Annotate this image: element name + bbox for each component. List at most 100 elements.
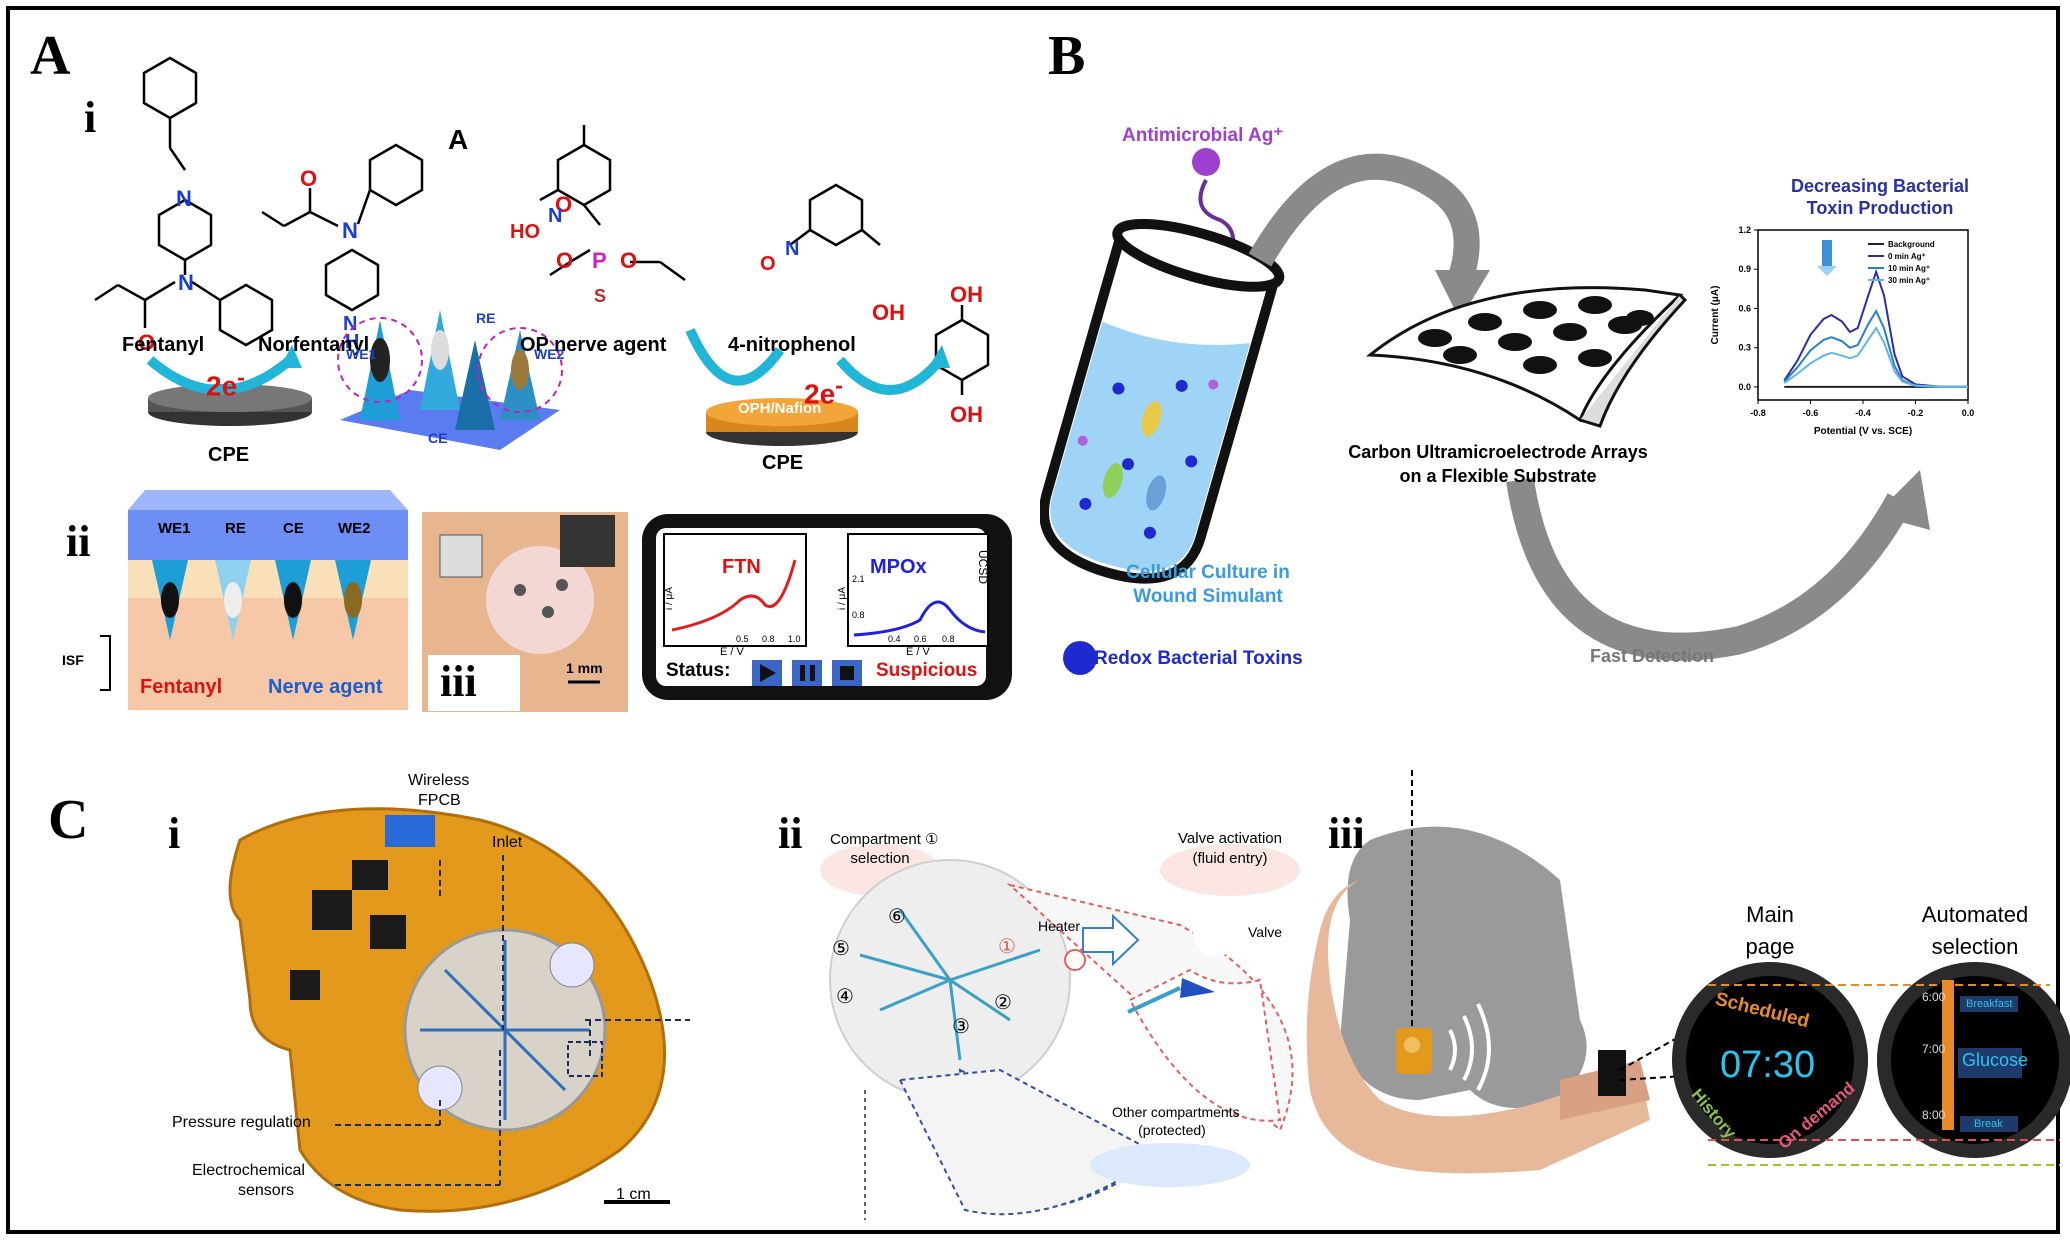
cs-nerve-agent: Nerve agent [268,676,383,698]
decrease-arrow [1822,240,1832,266]
cpe-left-label: CPE [208,444,250,466]
scheme-letter: A [448,124,469,155]
breakfast-item[interactable]: Breakfast [1966,998,2013,1010]
redox-label: Redox Bacterial Toxins [1094,648,1303,669]
chart-title-1: Decreasing Bacterial [1790,176,1970,196]
x-tick-label: -0.2 [1908,408,1924,418]
op-o2: O [556,248,573,273]
mpox-xlabel: E / V [906,646,930,658]
mn-we1: WE1 [346,346,377,362]
nitrophenol-structure [789,183,881,247]
ftn-xtick-2: 0.8 [762,634,775,644]
toxin-legend-dot [1063,641,1097,675]
valve-zoom [1128,968,1282,1122]
mpox-xtick-1: 0.4 [888,634,901,644]
cs-we1: WE1 [158,520,191,537]
norfentanyl-o: O [300,166,317,191]
valve-activation-label-2: (fluid entry) [1192,850,1268,867]
array-label-2: on a Flexible Substrate [1399,466,1597,486]
pause-button[interactable] [792,660,822,686]
test-tube [1040,219,1285,584]
mpox-ylabel: i / μA [837,587,848,610]
mpox-xtick-3: 0.8 [942,634,955,644]
cs-fentanyl: Fentanyl [140,676,223,698]
stop-button[interactable] [832,660,862,686]
y-tick-label: 0.9 [1738,264,1751,274]
ucsd-label: UCSD [976,550,990,585]
np-n: N [785,238,799,260]
two-e-right: 2e- [804,372,843,410]
op-ho: HO [510,221,540,243]
fpcb-label: FPCB [418,792,461,809]
decrease-arrowhead [1817,266,1837,276]
time-6: 6:00 [1922,990,1946,1004]
mpox-plot [847,533,989,647]
oph-nafion-label: OPH/Nafion [738,400,822,417]
fast-detection-label: Fast Detection [1590,646,1715,666]
valve-label: Valve [1248,924,1282,940]
suspicious-label: Suspicious [876,660,978,681]
array-label-1: Carbon Ultramicroelectrode Arrays [1348,442,1648,462]
op-s: S [594,286,606,306]
x-axis-label: Potential (V vs. SCE) [1814,426,1912,437]
op-o1: O [555,192,572,217]
skin-scale: 1 mm [566,660,603,676]
hq-oh-bottom: OH [950,402,983,427]
figure-frame [6,6,2060,1234]
np-o: O [760,253,776,275]
panel-c-i-label: i [168,809,181,858]
tank-top [1340,826,1587,1108]
heater-label: Heater [1038,918,1081,934]
legend-label-3: 30 min Ag⁺ [1888,276,1930,285]
fentanyl-label: Fentanyl [122,334,205,356]
norfentanyl-structure [261,143,424,312]
norfentanyl-n1: N [342,218,358,243]
legend-label-1: 0 min Ag⁺ [1888,252,1926,261]
flexible-substrate [1365,286,1684,423]
panel-a-i-label: i [84,93,97,142]
electrochem-label-2: sensors [238,1182,295,1199]
op-o3: O [620,248,637,273]
valve-activation-label-1: Valve activation [1178,830,1282,847]
compartment-3: ③ [952,1016,970,1038]
panel-label-c: C [48,789,89,851]
play-button[interactable] [760,660,790,686]
ag-ion [1192,148,1220,176]
break-item[interactable]: Break [1974,1118,2003,1130]
culture-label-2: Wound Simulant [1133,586,1283,607]
x-tick-label: -0.6 [1803,408,1819,418]
mn-re: RE [476,310,496,326]
norfentanyl-label: Norfentanyl [258,334,370,356]
time-8: 8:00 [1922,1108,1946,1122]
x-tick-label: -0.8 [1750,408,1766,418]
watch-time: 07:30 [1720,1044,1816,1086]
arrow-to-chart [1506,477,1913,661]
mpox-label: MPOx [870,556,927,578]
compartment-4: ④ [836,986,854,1008]
ftn-ylabel: i / μA [664,587,675,610]
chart-title-2: Toxin Production [1806,198,1954,218]
x-tick-label: -0.4 [1855,408,1871,418]
wireless-label: Wireless [408,772,470,789]
norfentanyl-h: H [345,331,359,353]
cpe-right-label: CPE [762,452,804,474]
ftn-label: FTN [722,556,761,578]
glucose-item[interactable]: Glucose [1962,1050,2029,1070]
cs-ce: CE [283,520,304,537]
fentanyl-n2: N [178,270,194,295]
legend-label-2: 10 min Ag⁺ [1888,264,1930,273]
panel-label-a: A [30,25,71,87]
compartment-1: ① [998,936,1016,958]
hq-oh-top: OH [950,282,983,307]
y-tick-label: 1.2 [1738,225,1751,235]
cs-we2: WE2 [338,520,371,537]
panel-label-b: B [1048,25,1086,87]
pressure-label: Pressure regulation [172,1114,311,1131]
main-page-label-2: page [1745,934,1795,959]
op-p: P [592,248,607,273]
inlet-label: Inlet [492,834,523,851]
hydroquinone-structure [934,305,990,395]
panel-a-scheme: N N O O N N H O P O O S HO N O N OH OH O… [94,56,1012,712]
ftn-xlabel: E / V [720,646,744,658]
op-agent-label: OP nerve agent [520,334,667,356]
